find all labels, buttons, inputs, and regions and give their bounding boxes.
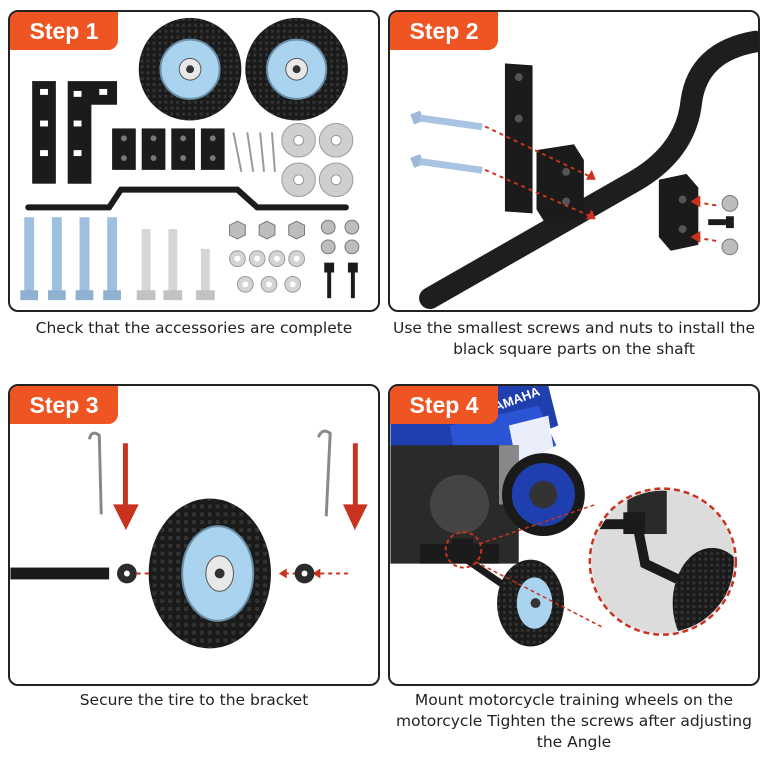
step-2-panel: Step 2 [388,10,760,312]
nut-icon [721,195,739,256]
wheel-icon [148,498,271,649]
step-3-badge: Step 3 [10,386,118,424]
assembly-arrow-icon [484,125,717,242]
hex-screw-icon [324,262,358,299]
cotter-pin-icon [232,132,276,173]
shaft-assembly-illustration [410,30,758,310]
step-2-caption: Use the smallest screws and nuts to inst… [392,319,756,358]
cotter-pin-icon [316,429,332,517]
bracket-icon [32,81,118,184]
clamp-block-icon [536,144,584,226]
step-1-badge: Step 1 [10,12,118,50]
motorcycle-mounting-illustration: YAMAHA [390,386,738,647]
nut-icon [229,220,306,240]
step-3-caption: Secure the tire to the bracket [79,691,309,709]
bracket-plate-icon [504,63,533,214]
wheel-icon [138,17,242,121]
clamp-block-icon [112,128,225,170]
highlight-circle-icon [444,531,483,569]
bolt-icon [20,217,121,301]
step-3-panel: Step 3 [8,384,380,686]
nut-icon [320,219,360,255]
accessories-illustration [20,17,360,301]
bolt-icon [410,110,483,174]
arrowhead-icon [585,169,701,243]
down-arrow-icon [113,443,139,531]
step-1-caption: Check that the accessories are complete [35,319,353,337]
shaft-icon [25,186,349,211]
step-4-panel: Step 4 YAMAHA [388,384,760,686]
shaft-icon [10,567,110,580]
step-4-caption: Mount motorcycle training wheels on the … [396,691,752,751]
hex-screw-icon [708,216,734,229]
cotter-pin-icon [87,431,103,515]
wheel-icon [245,17,348,121]
step-1-panel: Step 1 [8,10,380,312]
step-2-badge: Step 2 [390,12,498,50]
down-arrow-icon [343,443,368,531]
bolt-icon [136,229,215,301]
washer-icon [229,250,306,293]
washer-icon [281,123,354,198]
step-4-badge: Step 4 [390,386,498,424]
wheel-icon [497,559,565,647]
zoom-detail-icon [588,487,738,636]
shaft-icon [419,30,758,310]
tire-mounting-illustration [10,429,368,649]
clamp-block-icon [658,173,699,251]
